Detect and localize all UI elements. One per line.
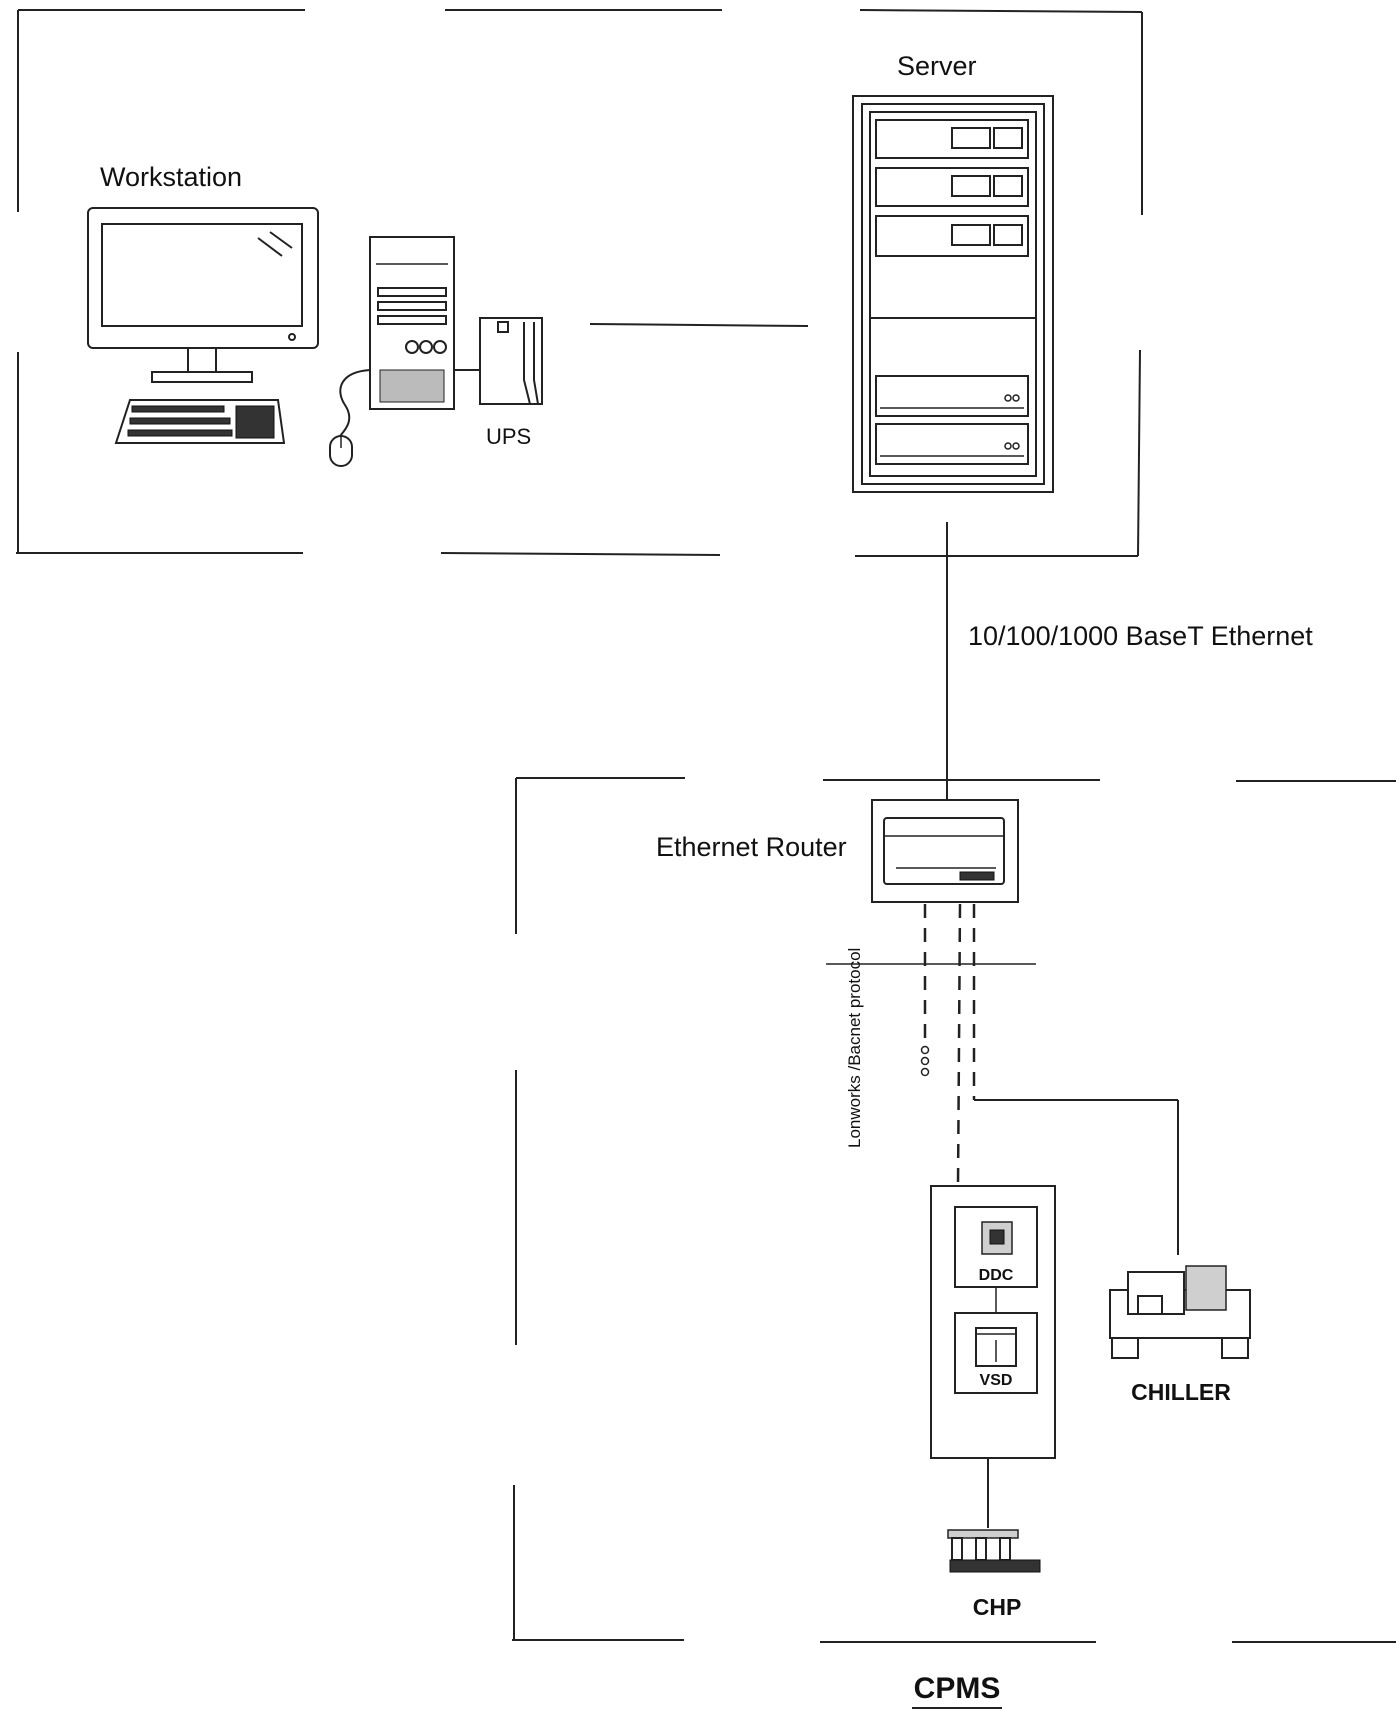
keyboard-icon [114,399,286,444]
server-rack-icon [852,95,1054,493]
ups-label: UPS [486,424,531,449]
chiller-icon [1109,1265,1251,1359]
ups-icon [479,317,543,405]
mouse-icon [329,369,371,467]
chp-label: CHP [973,1594,1022,1620]
protocol-label: Lonworks /Bacnet protocol [845,948,864,1148]
ethernet-router-icon [871,799,1019,903]
monitor-icon [87,207,319,383]
cpms-region-frame [512,777,1396,1643]
server-label: Server [897,51,977,81]
vsd-icon [975,1327,1017,1367]
computer-tower-icon [369,236,455,410]
protocol-links [826,903,1179,1255]
ethernet-label: 10/100/1000 BaseT Ethernet [968,621,1313,651]
vsd-label: VSD [980,1372,1013,1389]
ddc-label: DDC [979,1267,1014,1284]
ddc-icon [981,1221,1013,1255]
router-label: Ethernet Router [656,832,847,862]
chp-icon [947,1529,1041,1573]
cpms-title: CPMS [914,1672,1001,1705]
workstation-server-link [589,323,809,327]
chiller-label: CHILLER [1131,1379,1231,1405]
workstation-label: Workstation [100,162,242,192]
top-region-frame [16,9,1143,557]
